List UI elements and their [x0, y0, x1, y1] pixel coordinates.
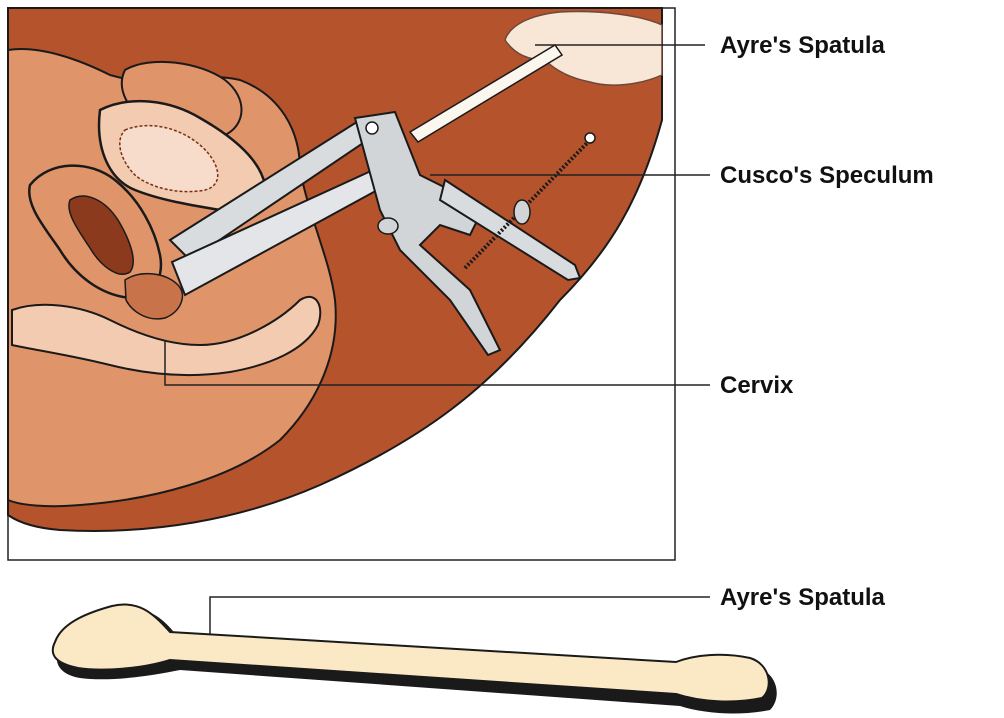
label-top-spatula: Ayre's Spatula	[720, 32, 886, 59]
thumb-rest	[378, 218, 398, 234]
label-bottom-spatula: Ayre's Spatula	[720, 584, 886, 611]
screw-knob	[585, 133, 595, 143]
screw-nut	[514, 200, 530, 224]
illustration-panel	[8, 8, 675, 560]
label-speculum: Cusco's Speculum	[720, 162, 934, 189]
spatula-illustration	[53, 604, 777, 713]
speculum-hinge	[366, 122, 378, 134]
label-cervix: Cervix	[720, 372, 794, 399]
